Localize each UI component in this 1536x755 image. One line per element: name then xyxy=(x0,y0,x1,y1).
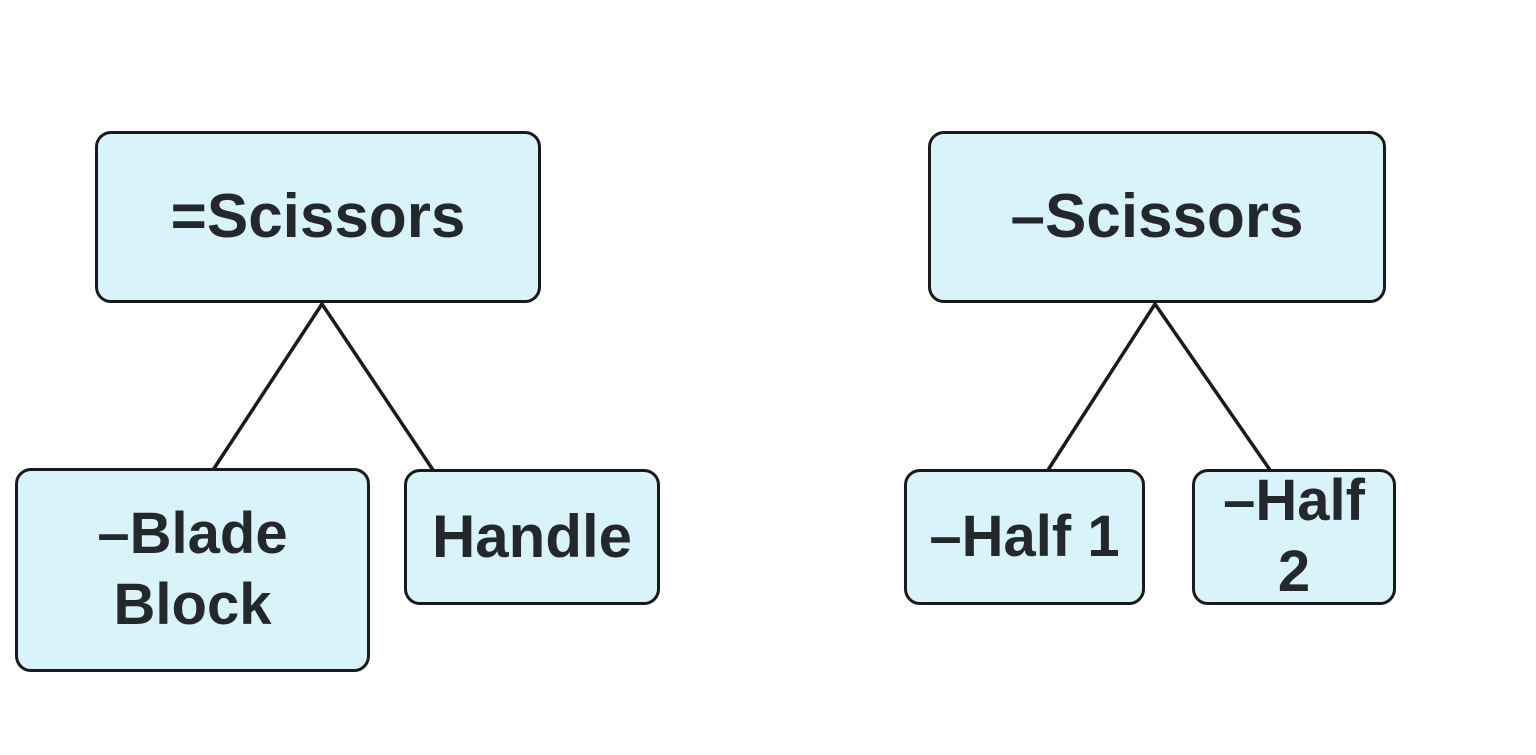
tree-node-half-2[interactable]: –Half 2 xyxy=(1192,468,1396,605)
tree-node-label: =Scissors xyxy=(170,182,466,252)
edge-scissors-minus-to-half-2 xyxy=(1153,302,1272,472)
tree-node-label: –Blade Block xyxy=(97,501,288,637)
edge-scissors-equal-to-handle xyxy=(320,302,435,472)
tree-node-half-1[interactable]: –Half 1 xyxy=(904,469,1145,605)
tree-node-scissors-minus[interactable]: –Scissors xyxy=(928,131,1386,303)
tree-node-handle[interactable]: Handle xyxy=(404,469,660,605)
tree-node-scissors-equal[interactable]: =Scissors xyxy=(95,131,541,303)
tree-node-label: Handle xyxy=(431,503,633,571)
edge-scissors-minus-to-half-1 xyxy=(1046,302,1157,472)
edge-scissors-equal-to-blade-block xyxy=(211,302,324,472)
tree-node-label: –Half 2 xyxy=(1223,468,1365,604)
tree-node-label: –Half 1 xyxy=(929,503,1120,569)
tree-node-blade-block[interactable]: –Blade Block xyxy=(15,468,370,672)
tree-node-label: –Scissors xyxy=(1010,182,1304,252)
